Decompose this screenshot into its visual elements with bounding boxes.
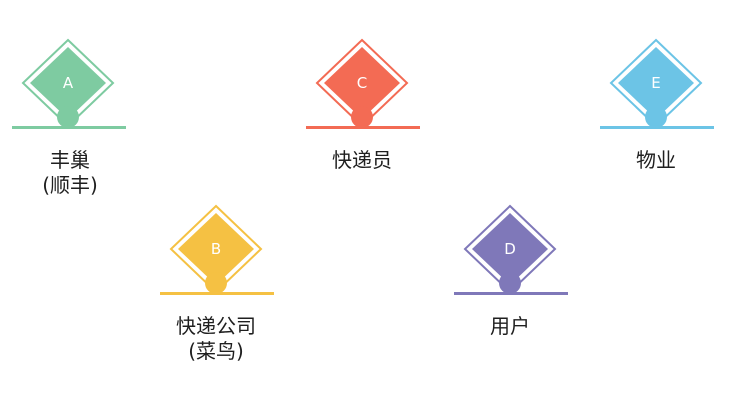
node-b: B 快递公司 (菜鸟) <box>156 204 276 363</box>
node-d-icon: D <box>454 204 568 295</box>
node-a-icon: A <box>12 38 126 129</box>
node-c-icon: C <box>306 38 420 129</box>
node-e-letter: E <box>651 74 660 92</box>
node-e-name: 物业 <box>636 148 676 172</box>
node-e: E 物业 <box>596 38 716 172</box>
node-b-label: 快递公司 (菜鸟) <box>156 314 276 364</box>
node-d-name: 用户 <box>490 314 530 338</box>
node-d-letter: D <box>504 240 516 258</box>
node-a-name: 丰巢 <box>50 148 90 172</box>
node-a: A 丰巢 (顺丰) <box>10 38 130 197</box>
node-d-label: 用户 <box>450 314 570 339</box>
node-b-letter: B <box>211 240 221 258</box>
node-c-letter: C <box>357 74 367 92</box>
node-b-name: 快递公司 <box>176 314 256 338</box>
node-a-letter: A <box>63 74 74 92</box>
node-c: C 快递员 <box>302 38 422 172</box>
node-c-label: 快递员 <box>302 148 422 173</box>
node-a-sub: (顺丰) <box>42 173 98 197</box>
node-e-icon: E <box>600 38 714 129</box>
node-e-label: 物业 <box>596 148 716 173</box>
node-d: D 用户 <box>450 204 570 338</box>
node-b-sub: (菜鸟) <box>188 339 244 363</box>
node-a-label: 丰巢 (顺丰) <box>10 148 130 198</box>
node-b-icon: B <box>160 204 274 295</box>
node-c-name: 快递员 <box>332 148 392 172</box>
